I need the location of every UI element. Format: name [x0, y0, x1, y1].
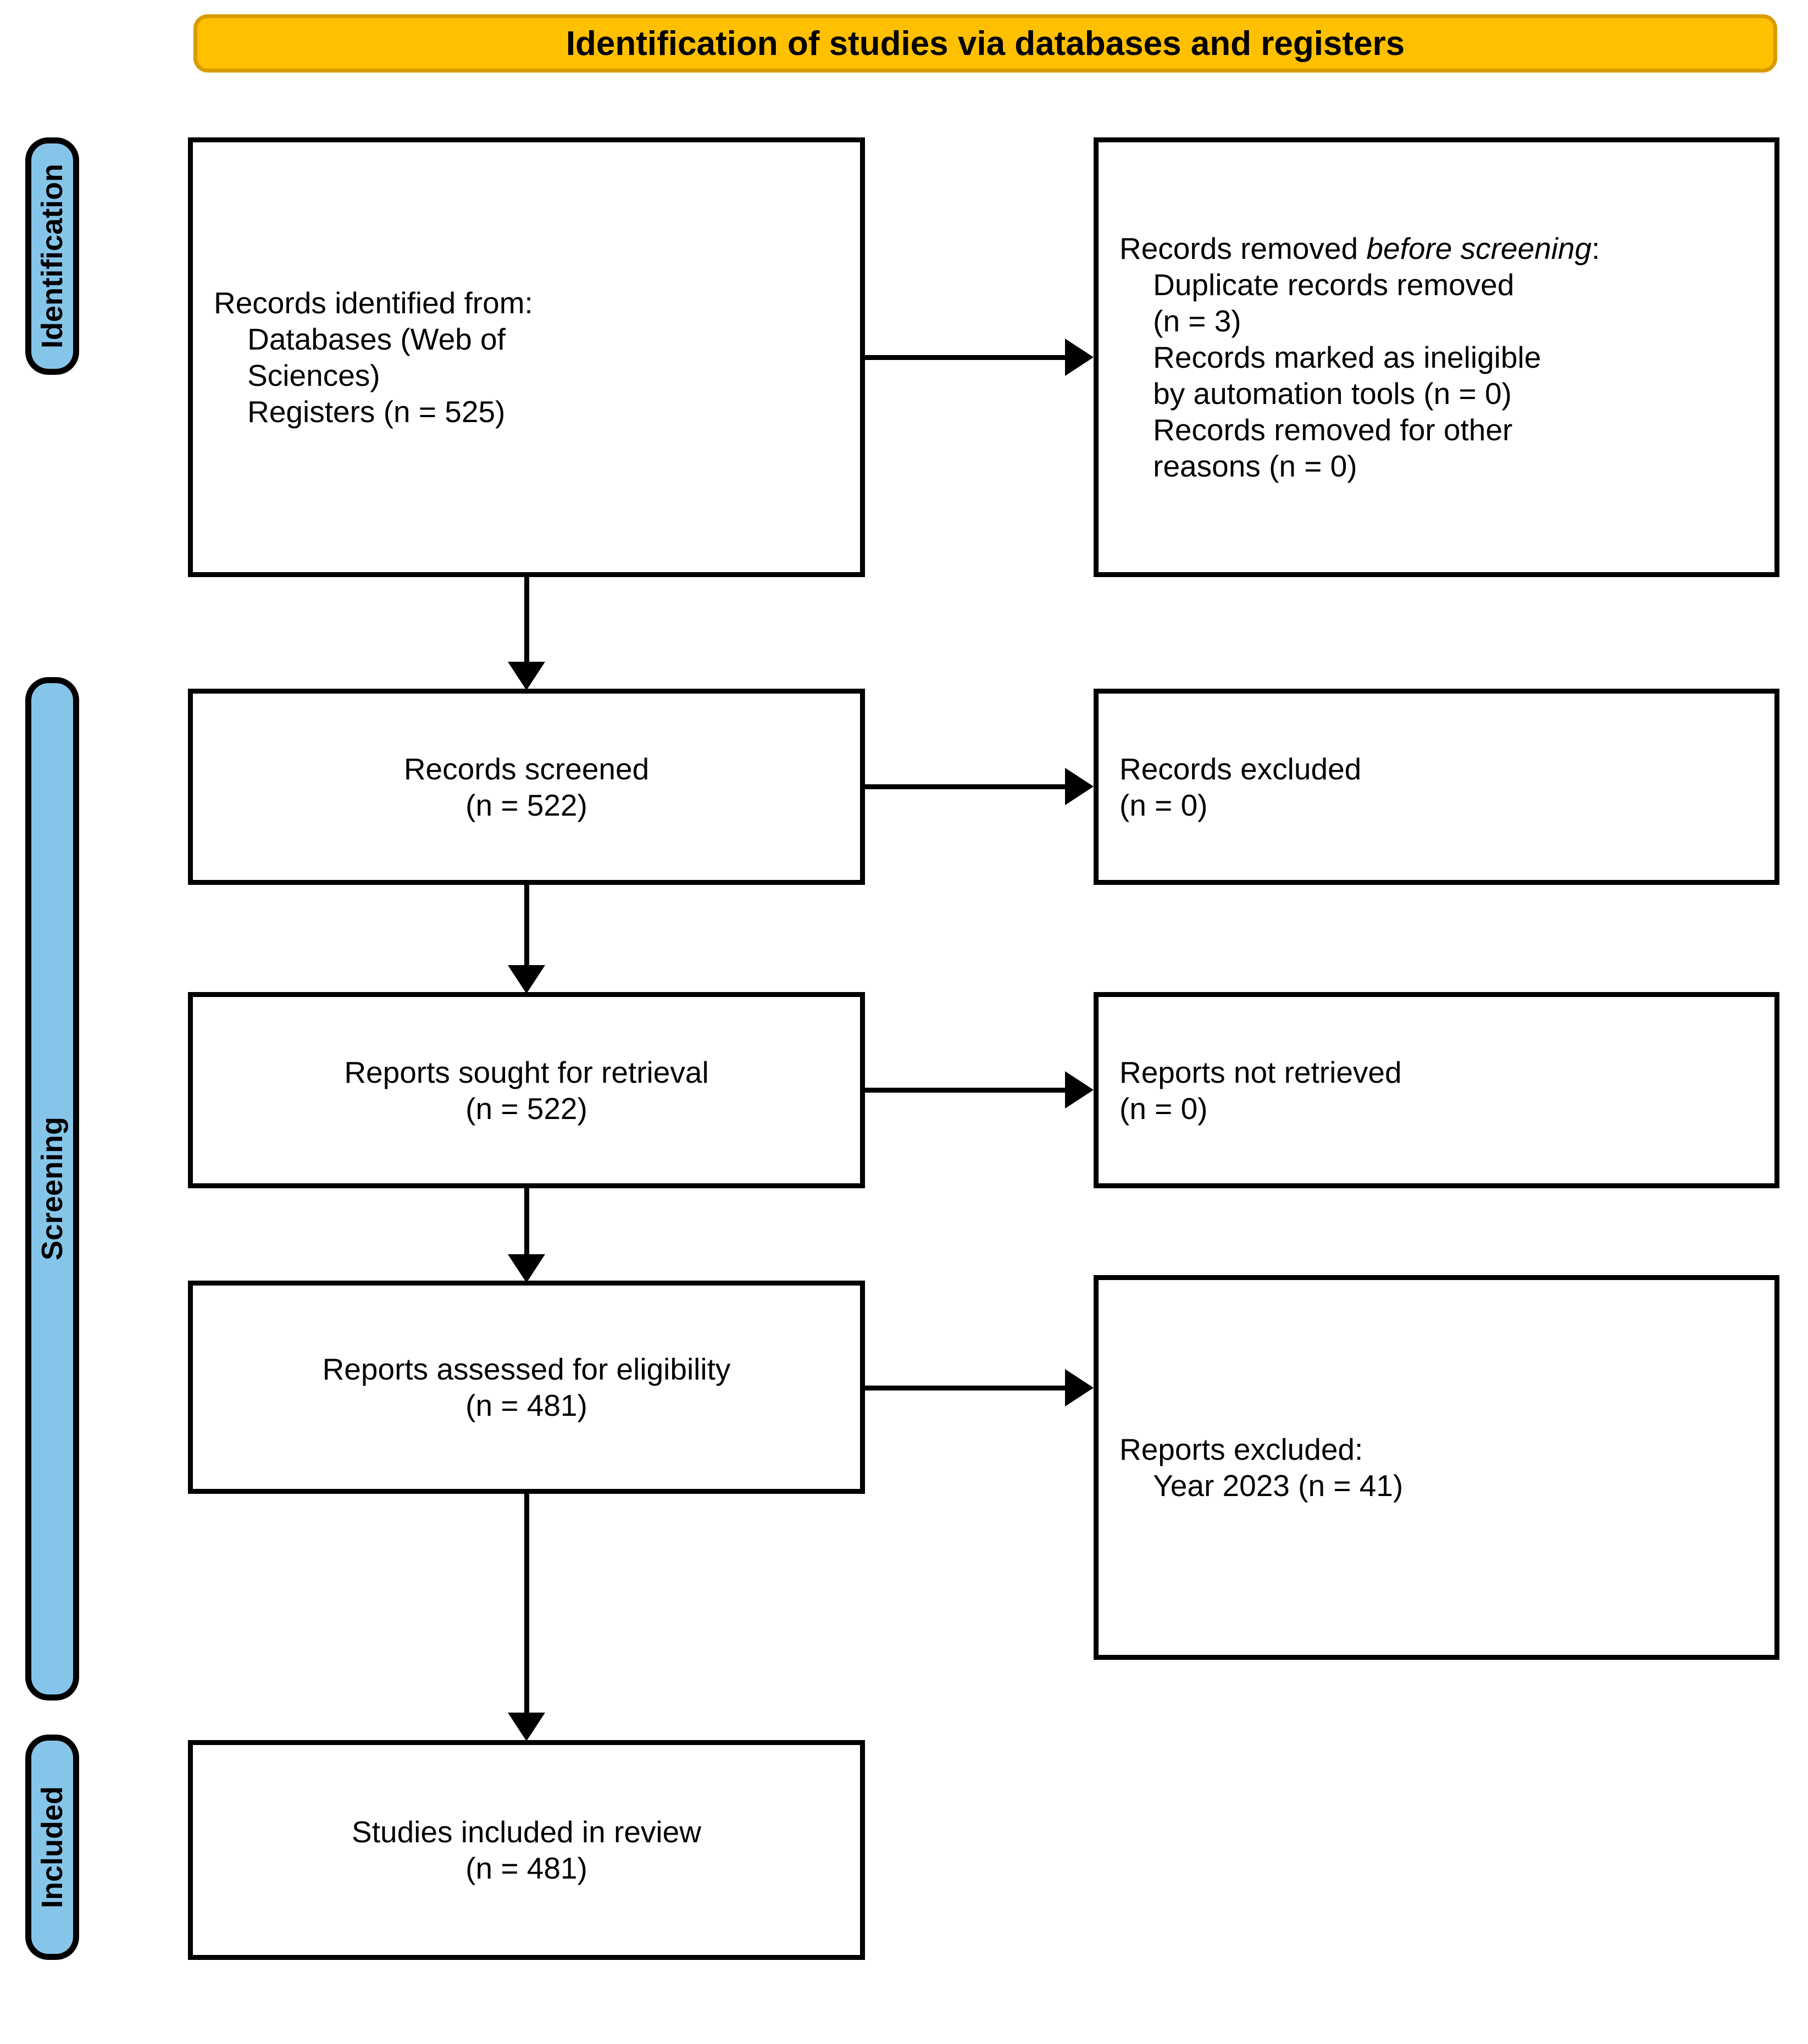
box-records-removed-before-screening: Records removed before screening: Duplic… [1094, 137, 1779, 577]
connector-sought-to-assessed-line [524, 1188, 529, 1255]
box-reports-sought-text: Reports sought for retrieval (n = 522) [344, 1055, 709, 1126]
connector-identified-to-removed-line [865, 355, 1065, 360]
stage-label-included: Included [25, 1735, 79, 1960]
box-studies-included-in-review: Studies included in review (n = 481) [188, 1740, 865, 1960]
box-reports-not-retrieved-text: Reports not retrieved (n = 0) [1119, 1055, 1402, 1126]
box-reports-not-retrieved: Reports not retrieved (n = 0) [1094, 992, 1779, 1188]
connector-screened-to-sought-arrowhead [508, 965, 545, 994]
box-records-removed-heading: Records removed before screening: [1119, 230, 1754, 267]
box-reports-sought-for-retrieval: Reports sought for retrieval (n = 522) [188, 992, 865, 1188]
box-records-screened-text: Records screened (n = 522) [403, 751, 650, 822]
box-studies-included-text: Studies included in review (n = 481) [352, 1815, 701, 1885]
connector-identified-to-screened-arrowhead [508, 662, 545, 690]
stage-label-text: Identification [36, 164, 69, 348]
connector-identified-to-removed-arrowhead [1065, 339, 1094, 376]
page-title: Identification of studies via databases … [565, 24, 1405, 63]
box-reports-excluded: Reports excluded: Year 2023 (n = 41) [1094, 1275, 1779, 1660]
box-records-removed-body: Duplicate records removed (n = 3) Record… [1153, 268, 1541, 483]
connector-assessed-to-reports-excluded-arrowhead [1065, 1369, 1094, 1406]
stage-label-text: Screening [36, 1117, 69, 1261]
connector-screened-to-excluded-arrowhead [1065, 768, 1094, 805]
diagram-header-banner: Identification of studies via databases … [193, 14, 1777, 73]
box-records-excluded: Records excluded (n = 0) [1094, 689, 1779, 885]
stage-label-screening: Screening [25, 677, 79, 1700]
box-records-excluded-text: Records excluded (n = 0) [1119, 751, 1362, 822]
connector-sought-to-not-retrieved-line [865, 1088, 1065, 1093]
box-reports-excluded-text: Reports excluded: Year 2023 (n = 41) [1119, 1432, 1404, 1503]
box-reports-assessed-text: Reports assessed for eligibility (n = 48… [322, 1352, 731, 1422]
connector-assessed-to-reports-excluded-line [865, 1386, 1065, 1391]
connector-sought-to-assessed-arrowhead [508, 1254, 545, 1283]
connector-screened-to-sought-line [524, 885, 529, 966]
box-reports-assessed-for-eligibility: Reports assessed for eligibility (n = 48… [188, 1281, 865, 1494]
records-removed-colon: : [1591, 231, 1600, 265]
stage-label-identification: Identification [25, 137, 79, 375]
connector-assessed-to-included-arrowhead [508, 1713, 545, 1741]
box-records-screened: Records screened (n = 522) [188, 689, 865, 885]
connector-screened-to-excluded-line [865, 784, 1065, 789]
box-records-identified: Records identified from: Databases (Web … [188, 137, 865, 577]
box-records-identified-text: Records identified from: Databases (Web … [214, 286, 533, 429]
connector-assessed-to-included-line [524, 1494, 529, 1714]
records-removed-plain: Records removed [1119, 231, 1367, 265]
connector-sought-to-not-retrieved-arrowhead [1065, 1071, 1094, 1109]
connector-identified-to-screened-line [524, 577, 529, 665]
records-removed-italic: before screening [1366, 231, 1592, 265]
stage-label-text: Included [36, 1786, 69, 1908]
